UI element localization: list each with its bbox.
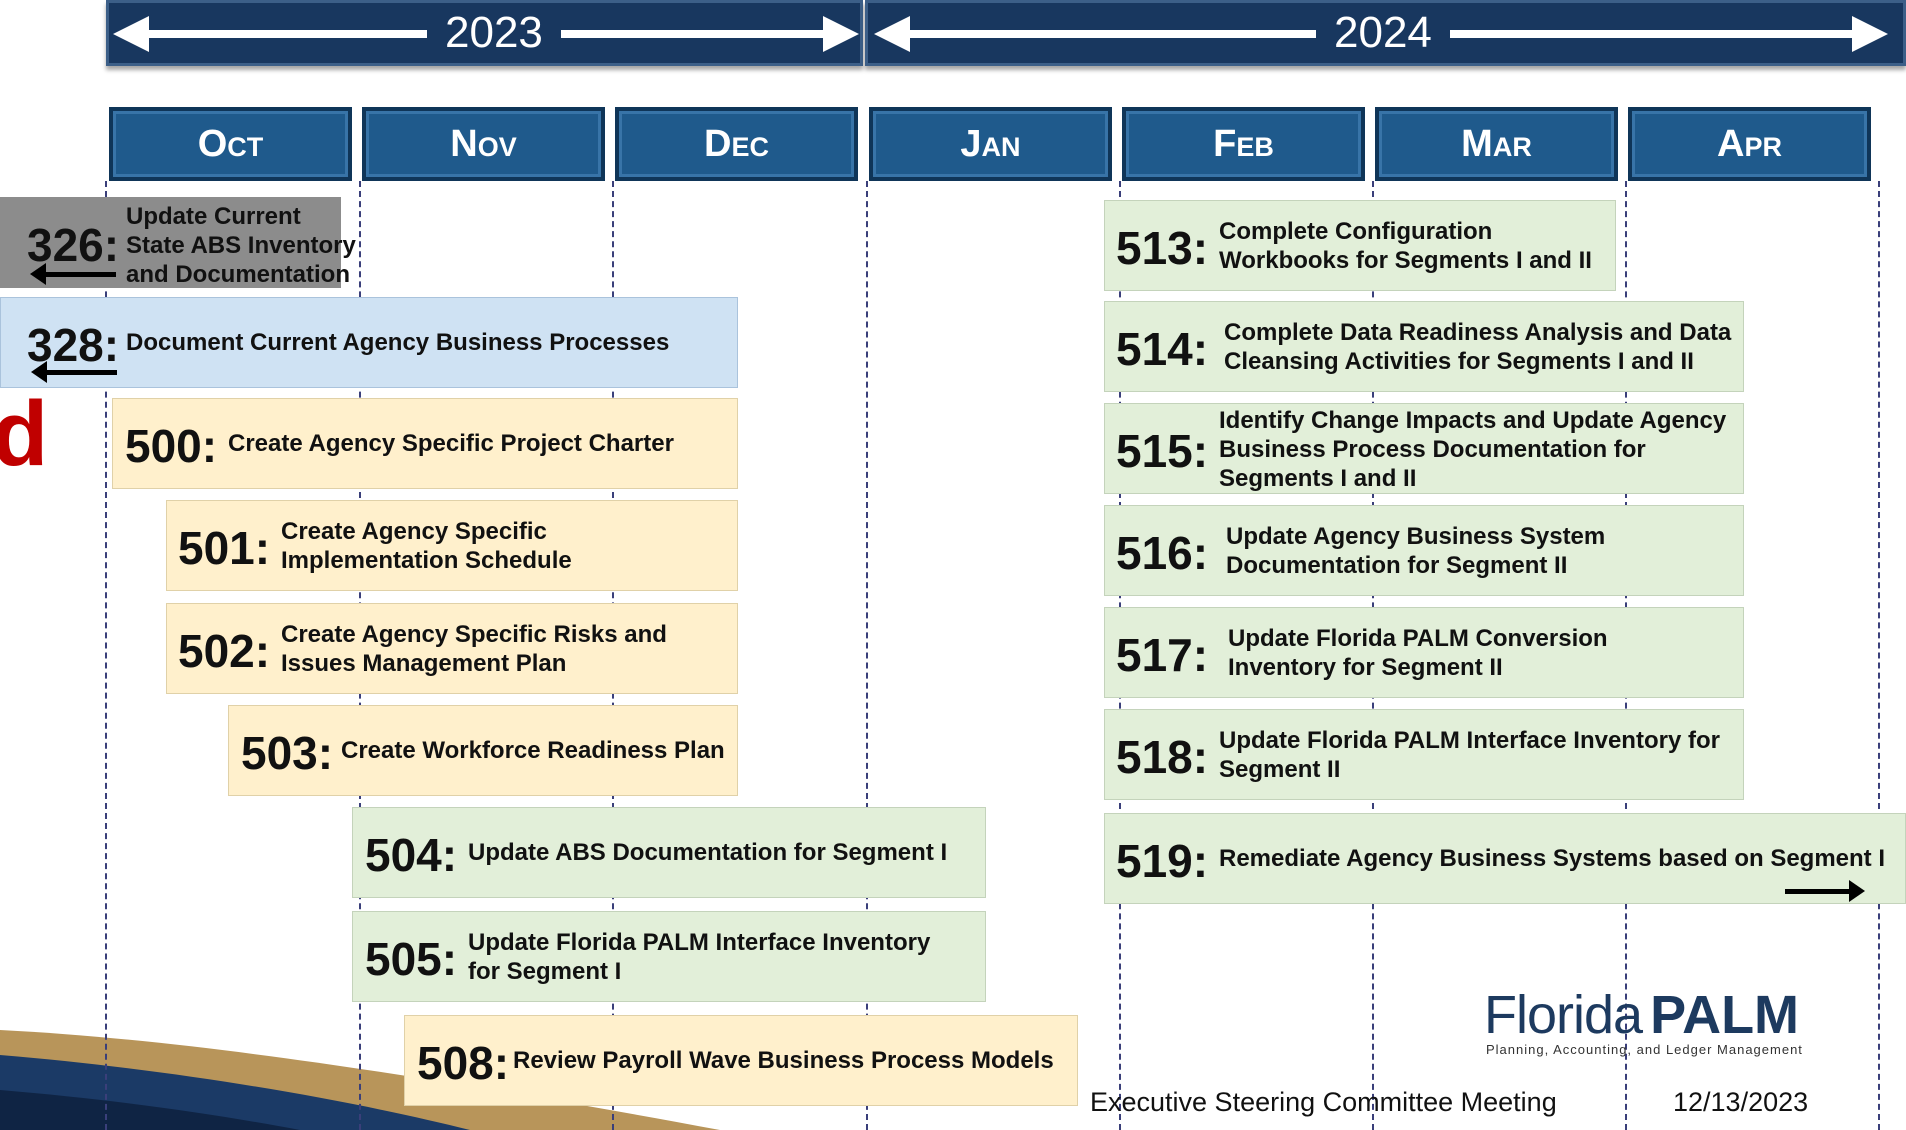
task-description: Update Current State ABS Inventory and D… [126, 203, 356, 288]
left-arrow-icon [113, 16, 149, 52]
left-arrow-icon [30, 263, 116, 285]
month-header-mar: Mar [1375, 107, 1618, 181]
month-header-feb: Feb [1122, 107, 1365, 181]
task-503: 503: Create Workforce Readiness Plan [228, 705, 738, 796]
left-arrow-icon [31, 361, 117, 383]
task-505: 505: Update Florida PALM Interface Inven… [352, 911, 986, 1002]
footer-meeting: Executive Steering Committee Meeting [1090, 1087, 1557, 1117]
task-519: 519: Remediate Agency Business Systems b… [1104, 813, 1906, 904]
task-description: Update Florida PALM Conversion Inventory… [1228, 625, 1608, 681]
task-description: Complete Configuration Workbooks for Seg… [1219, 218, 1592, 274]
task-number: 503: [241, 727, 334, 779]
task-number: 504: [365, 829, 458, 881]
task-number: 500: [125, 420, 218, 472]
task-number: 326: [27, 219, 120, 271]
task-number: 517: [1116, 629, 1209, 681]
month-header-nov: Nov [362, 107, 605, 181]
task-description: Update Florida PALM Interface Inventory … [468, 929, 931, 985]
task-number: 501: [178, 522, 271, 574]
right-arrow-icon [1852, 16, 1888, 52]
task-326: 326: Update Current State ABS Inventory … [0, 197, 356, 288]
task-description: Identify Change Impacts and Update Agenc… [1219, 407, 1727, 492]
task-number: 515: [1116, 425, 1209, 477]
task-description: Update Agency Business System Documentat… [1226, 523, 1606, 579]
task-516: 516: Update Agency Business System Docum… [1104, 505, 1744, 596]
footer-date: 12/13/2023 [1673, 1087, 1809, 1117]
task-description: Create Agency Specific Implementation Sc… [281, 518, 572, 574]
year-label: 2024 [1316, 11, 1450, 55]
task-number: 328: [27, 319, 120, 371]
task-number: 505: [365, 933, 458, 985]
task-515: 515: Identify Change Impacts and Update … [1104, 403, 1744, 494]
month-header-jan: Jan [869, 107, 1112, 181]
task-number: 502: [178, 625, 271, 677]
task-description: Remediate Agency Business Systems based … [1219, 845, 1886, 872]
task-description: Review Payroll Wave Business Process Mod… [513, 1047, 1054, 1074]
task-description: Create Agency Specific Risks and Issues … [281, 621, 667, 677]
year-bar-2024: 2024 [865, 0, 1906, 66]
task-number: 519: [1116, 835, 1209, 887]
logo-brand-palm: PALM [1650, 985, 1800, 1045]
task-number: 516: [1116, 527, 1209, 579]
task-513: 513: Complete Configuration Workbooks fo… [1104, 200, 1616, 291]
month-header-apr: Apr [1628, 107, 1871, 181]
logo-brand-florida: Florida [1484, 985, 1643, 1045]
task-description: Update ABS Documentation for Segment I [468, 839, 948, 866]
task-description: Complete Data Readiness Analysis and Dat… [1224, 319, 1732, 375]
task-500: 500: Create Agency Specific Project Char… [112, 398, 738, 489]
year-label: 2023 [427, 11, 561, 55]
right-arrow-icon [1785, 880, 1865, 902]
month-header-oct: Oct [109, 107, 352, 181]
left-arrow-icon [874, 16, 910, 52]
task-number: 508: [417, 1037, 510, 1089]
month-header-dec: Dec [615, 107, 858, 181]
task-504: 504: Update ABS Documentation for Segmen… [352, 807, 986, 898]
task-501: 501: Create Agency Specific Implementati… [166, 500, 738, 591]
month-boundary-line [105, 181, 107, 1130]
right-arrow-icon [823, 16, 859, 52]
month-boundary-line [866, 181, 868, 1130]
task-514: 514: Complete Data Readiness Analysis an… [1104, 301, 1744, 392]
task-502: 502: Create Agency Specific Risks and Is… [166, 603, 738, 694]
left-title-fragment: d [0, 383, 49, 485]
logo-tagline: Planning, Accounting, and Ledger Managem… [1486, 1042, 1803, 1057]
task-description: Update Florida PALM Interface Inventory … [1219, 727, 1720, 783]
year-bar-2023: 2023 [106, 0, 863, 66]
task-number: 518: [1116, 731, 1209, 783]
task-description: Document Current Agency Business Process… [126, 329, 670, 356]
task-number: 514: [1116, 323, 1209, 375]
task-518: 518: Update Florida PALM Interface Inven… [1104, 709, 1744, 800]
task-description: Create Agency Specific Project Charter [228, 430, 674, 457]
month-boundary-line [1878, 181, 1880, 1130]
task-328: 328: Document Current Agency Business Pr… [0, 297, 738, 388]
task-508: 508: Review Payroll Wave Business Proces… [404, 1015, 1078, 1106]
task-517: 517: Update Florida PALM Conversion Inve… [1104, 607, 1744, 698]
task-number: 513: [1116, 222, 1209, 274]
task-description: Create Workforce Readiness Plan [341, 737, 725, 764]
